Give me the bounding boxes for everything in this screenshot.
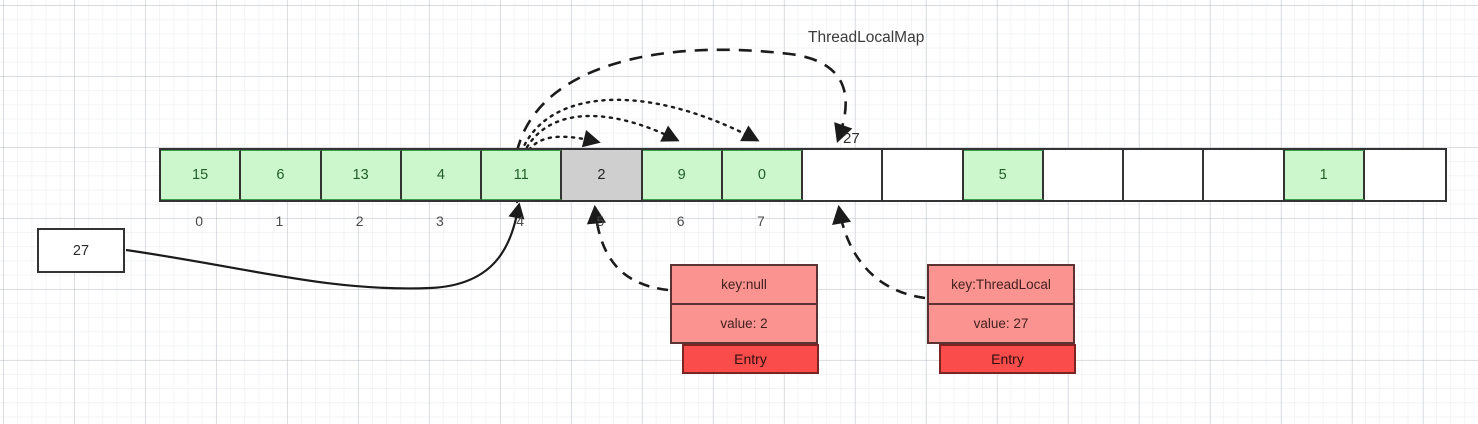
inserted-value-label: 27 — [843, 130, 860, 147]
thread-local-value-box: 27 — [37, 228, 125, 273]
table-slot-2: 13 — [321, 150, 402, 200]
table-slot-10: 5 — [963, 150, 1044, 200]
table-slot-1: 6 — [241, 150, 322, 200]
table-slot-13 — [1204, 150, 1285, 200]
table-slot-15 — [1364, 150, 1445, 200]
entry-type-label: Entry — [682, 344, 819, 374]
table-slot-14: 1 — [1284, 150, 1365, 200]
arrow-entry-threadlocal-to-slot8 — [832, 204, 926, 300]
index-label-7: 7 — [756, 213, 765, 229]
table-slot-6: 9 — [642, 150, 723, 200]
table-slot-9 — [883, 150, 964, 200]
table-slot-7: 0 — [722, 150, 803, 200]
entry-key-row: key:null — [670, 264, 818, 304]
table-slot-3: 4 — [401, 150, 482, 200]
index-label-1: 1 — [275, 213, 284, 229]
entry-key-row: key:ThreadLocal — [927, 264, 1075, 304]
index-label-3: 3 — [435, 213, 444, 229]
index-label-0: 0 — [195, 213, 204, 229]
entry-card-threadlocal: key:ThreadLocal value: 27 Entry — [927, 264, 1076, 374]
table-slot-12 — [1124, 150, 1205, 200]
table-slot-11 — [1043, 150, 1124, 200]
index-label-4: 4 — [516, 213, 525, 229]
index-label-2: 2 — [355, 213, 364, 229]
entry-value-row: value: 2 — [670, 304, 818, 344]
table-slot-8 — [803, 150, 884, 200]
entry-card-null: key:null value: 2 Entry — [670, 264, 819, 374]
index-label-5: 5 — [596, 213, 605, 229]
table-slot-0: 15 — [161, 150, 242, 200]
table-slot-5: 2 — [562, 150, 643, 200]
entry-type-label: Entry — [939, 344, 1076, 374]
page-title: ThreadLocalMap — [808, 29, 925, 46]
entry-value-row: value: 27 — [927, 304, 1075, 344]
index-label-6: 6 — [676, 213, 685, 229]
table-slot-4: 11 — [482, 150, 563, 200]
